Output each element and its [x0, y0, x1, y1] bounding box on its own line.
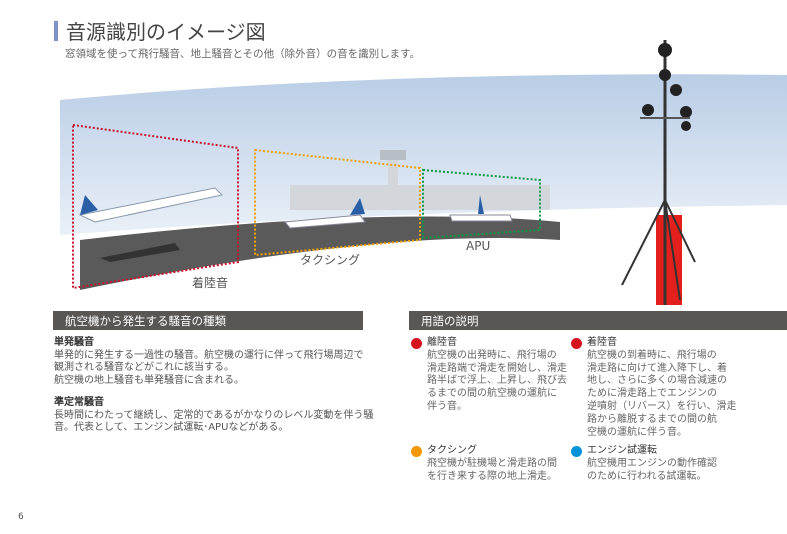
text-line: 路半ばで浮上、上昇し、飛び去: [427, 375, 567, 387]
text-line: 航空機の出発時に、飛行場の: [427, 349, 557, 361]
text-line: 空機の運航に伴う音。: [587, 426, 687, 438]
noise-types-heading: 航空機から発生する騒音の種類: [53, 311, 363, 330]
text-line: 長時間にわたって継続し、定常的であるがかなりのレベル変動を伴う騒: [54, 409, 374, 421]
page-number: 6: [18, 512, 24, 522]
sky: [60, 74, 787, 251]
taxiing-window: [254, 148, 421, 257]
landing-label: 着陸音: [192, 276, 229, 290]
terminal-buildings: [290, 150, 550, 210]
subtitle: 窓領域を使って飛行騒音、地上騒音とその他（除外音）の音を識別します。: [65, 48, 421, 60]
title-text: 音源識別のイメージ図: [66, 20, 266, 44]
page-title: 音源識別のイメージ図: [54, 16, 266, 45]
microphone-mast: [621, 40, 696, 305]
noise-type-quasi-steady: 準定常騒音 長時間にわたって継続し、定常的であるがかなりのレベル変動を伴う騒 音…: [54, 397, 374, 435]
text-line: 飛空機が駐機場と滑走路の間: [427, 457, 557, 469]
glossary-item-taxiing: タクシング 飛空機が駐機場と滑走路の間を行き来する際の地上滑走。: [411, 445, 557, 483]
text-line: 観測される騒音などがこれに該当する。: [54, 362, 234, 373]
text-line: 音。代表として、エンジン試運転･APUなどがある。: [54, 422, 289, 433]
text-line: 伴う音。: [427, 400, 467, 412]
noise-type-title: 準定常騒音: [54, 397, 104, 408]
text-line: 航空機の地上騒音も単発騒音に含まれる。: [54, 374, 244, 386]
glossary-item-takeoff: 離陸音 航空機の出発時に、飛行場の滑走路端で滑走を開始し、滑走路半ばで浮上、上昇…: [411, 337, 567, 414]
runway: [80, 216, 560, 290]
text-line: のために行われる試運転。: [587, 470, 707, 482]
airplane-takeoff: [78, 187, 224, 223]
term-title: エンジン試運転: [587, 445, 657, 456]
text-line: ために滑走路上でエンジンの: [587, 388, 717, 400]
text-line: 路から離脱するまでの間の航: [587, 413, 717, 425]
term-title: 離陸音: [427, 337, 457, 348]
landing-window: [72, 123, 239, 290]
glossary-heading: 用語の説明: [409, 311, 787, 330]
sound-source-illustration: [60, 40, 787, 305]
text-line: るまでの間の航空機の運航に: [427, 388, 557, 400]
text-line: 滑走路に向けて進入降下し、着: [587, 362, 727, 374]
glossary-item-landing: 着陸音 航空機の到着時に、飛行場の滑走路に向けて進入降下し、着地し、さらに多くの…: [571, 337, 737, 439]
text-line: を行き来する際の地上滑走。: [427, 470, 557, 482]
taxiing-label: タクシング: [300, 253, 361, 267]
blue-dot-icon: [571, 445, 582, 457]
glossary-item-engine-test: エンジン試運転 航空機用エンジンの動作確認のために行われる試運転。: [571, 445, 717, 483]
airplane-shadow: [100, 243, 180, 262]
red-dot-icon: [411, 337, 422, 349]
airplane-apu: [449, 195, 513, 222]
airplane-taxiing: [284, 198, 366, 229]
noise-type-single: 単発騒音 単発的に発生する一過性の騒音。航空機の運行に伴って飛行場周辺で 観測さ…: [54, 337, 374, 387]
text-line: 滑走路端で滑走を開始し、滑走: [427, 362, 567, 374]
text-line: 単発的に発生する一過性の騒音。航空機の運行に伴って飛行場周辺で: [54, 349, 364, 361]
title-accent-bar: [54, 20, 58, 41]
apu-label: APU: [466, 239, 491, 253]
term-title: タクシング: [427, 445, 477, 456]
noise-type-title: 単発騒音: [54, 337, 94, 348]
orange-dot-icon: [411, 445, 422, 457]
red-dot-icon: [571, 337, 582, 349]
term-title: 着陸音: [587, 337, 617, 348]
text-line: 航空機の到着時に、飛行場の: [587, 349, 717, 361]
text-line: 地し、さらに多くの場合減速の: [587, 375, 727, 387]
text-line: 航空機用エンジンの動作確認: [587, 457, 717, 469]
text-line: 逆噴射（リバース）を行い、滑走: [587, 400, 737, 412]
